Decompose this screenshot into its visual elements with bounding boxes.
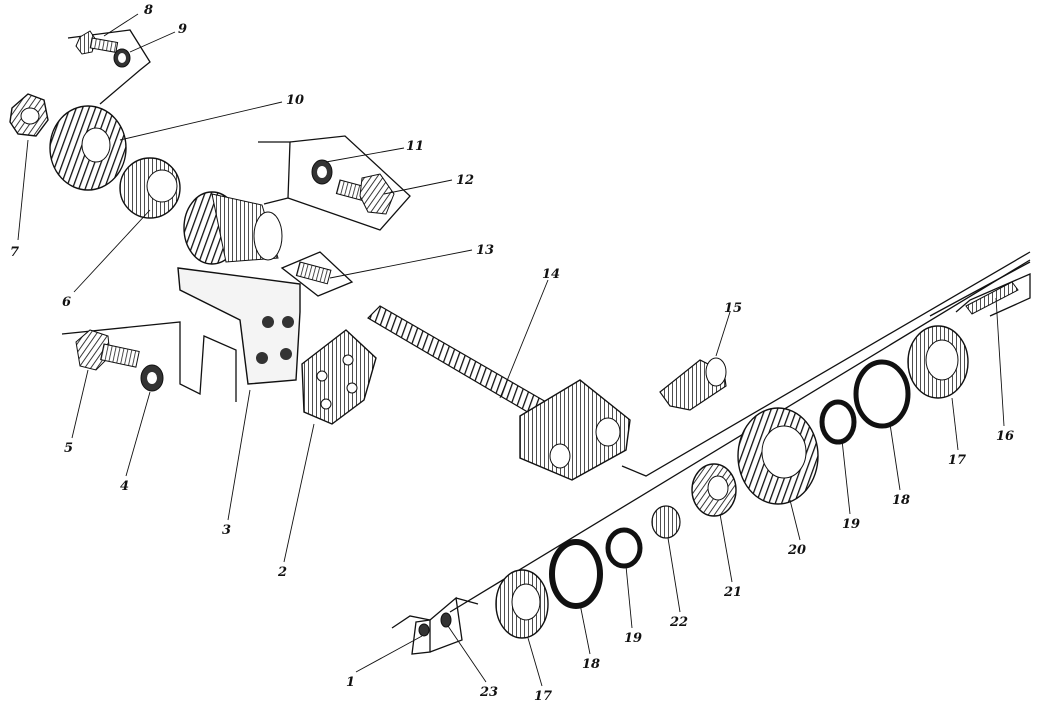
callout-14: 14 (542, 267, 560, 282)
assembly-bracket-lines (391, 251, 1031, 629)
callout-12: 12 (456, 173, 474, 188)
callout-5: 5 (64, 441, 73, 456)
screw-part-14 (367, 305, 631, 481)
ring-part-19-lower (605, 527, 643, 569)
bushing-part-22 (651, 505, 681, 539)
bolt-part-8 (67, 29, 151, 105)
key-part-13 (280, 251, 354, 297)
ring-part-18-upper (853, 359, 911, 429)
callout-2: 2 (277, 565, 287, 580)
leader-lines (17, 13, 1005, 687)
callout-3: 3 (222, 523, 231, 538)
callout-9: 9 (178, 22, 187, 37)
callout-17-lower: 17 (534, 689, 552, 704)
callout-15: 15 (724, 301, 742, 316)
splined-bushing-part-6 (119, 157, 181, 219)
callout-1: 1 (346, 675, 355, 690)
washer-part-23 (429, 596, 463, 653)
bracket-part-3 (177, 191, 301, 385)
callout-21: 21 (723, 585, 742, 600)
callout-18-upper: 18 (892, 493, 910, 508)
ring-part-10 (49, 105, 127, 191)
callout-13: 13 (476, 243, 494, 258)
plate-part-2 (301, 329, 377, 425)
callout-7: 7 (10, 245, 19, 260)
washer-part-4 (140, 364, 164, 392)
ring-part-18-lower (549, 539, 603, 609)
bolt-part-5 (61, 321, 237, 402)
gear-ring-part-20 (737, 407, 819, 505)
ring-part-19-upper (819, 399, 857, 445)
callout-18-lower: 18 (582, 657, 600, 672)
callout-23: 23 (479, 685, 498, 700)
stud-part-15 (659, 357, 727, 411)
washer-part-11 (258, 135, 411, 231)
callout-19-lower: 19 (624, 631, 642, 646)
washer-part-9 (113, 48, 131, 68)
callout-11: 11 (406, 139, 424, 154)
pin-part-16 (965, 281, 1019, 315)
callout-22: 22 (669, 615, 688, 630)
callout-19-upper: 19 (842, 517, 860, 532)
seal-part-17-lower (495, 569, 549, 639)
callout-8: 8 (144, 3, 153, 18)
callout-17-upper: 17 (948, 453, 966, 468)
callout-10: 10 (286, 93, 304, 108)
hex-nut-part-7 (9, 93, 49, 137)
callout-4: 4 (120, 479, 129, 494)
callout-20: 20 (787, 543, 806, 558)
callout-16: 16 (996, 429, 1014, 444)
callout-6: 6 (62, 295, 71, 310)
bolt-part-12 (335, 173, 395, 215)
bearing-part-21 (691, 463, 737, 517)
callout-labels: 8 9 10 7 6 11 12 13 14 15 16 5 4 3 2 17 … (10, 3, 1014, 704)
seal-part-17-upper (907, 325, 969, 399)
